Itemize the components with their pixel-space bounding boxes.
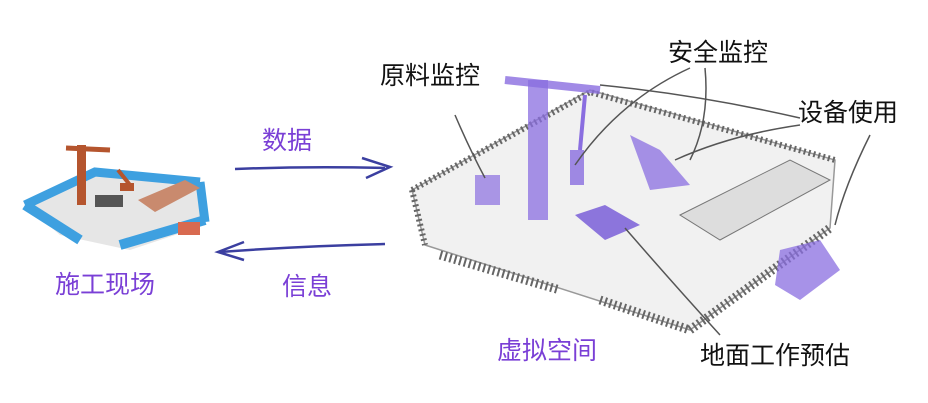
virtual-space-label: 虚拟空间	[497, 336, 598, 365]
materials-monitoring-label: 原料监控	[380, 61, 481, 90]
info-label: 信息	[282, 272, 333, 301]
construction-site-label: 施工现场	[55, 270, 156, 299]
equipment-usage-label: 设备使用	[798, 98, 899, 127]
virtual-site-illustration	[409, 67, 871, 336]
safety-monitoring-label: 安全监控	[668, 38, 769, 67]
info-arrow	[214, 240, 386, 262]
data-label: 数据	[262, 126, 313, 155]
data-arrow	[234, 156, 394, 180]
ground-work-estimate-label: 地面工作预估	[700, 341, 851, 370]
construction-site-illustration	[22, 145, 210, 250]
